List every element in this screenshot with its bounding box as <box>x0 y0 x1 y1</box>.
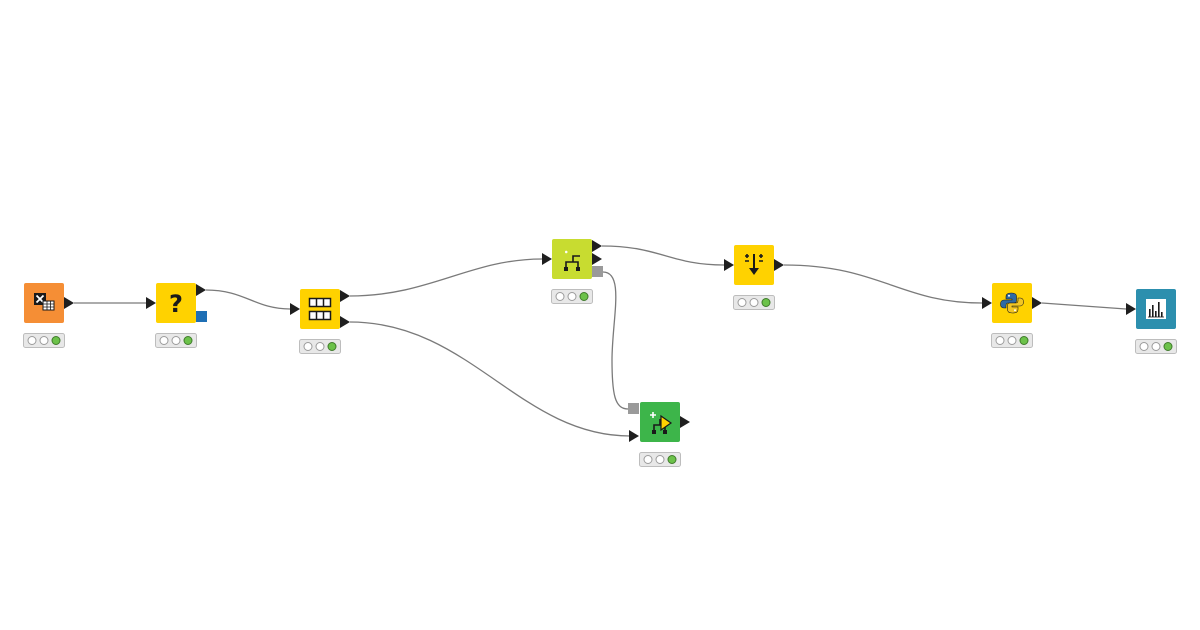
flow-variable-port[interactable] <box>196 311 207 322</box>
status-lights <box>991 333 1033 348</box>
status-light-red <box>303 342 313 351</box>
connections <box>74 245 1127 437</box>
connection-learner-to-columnfilter[interactable] <box>601 245 725 266</box>
output-port-data[interactable] <box>592 240 602 252</box>
connection-learner-model-to-predictor[interactable] <box>602 271 629 410</box>
status-light-green <box>667 455 677 464</box>
node-box[interactable] <box>300 289 340 329</box>
connection-missing-to-partition[interactable] <box>205 289 291 310</box>
status-light-yellow <box>315 342 325 351</box>
input-port[interactable] <box>629 430 639 442</box>
node-column-filter[interactable] <box>724 245 784 310</box>
status-light-yellow <box>655 455 665 464</box>
node-missing-value[interactable]: ? <box>146 283 207 348</box>
input-port[interactable] <box>146 297 156 309</box>
status-lights <box>23 333 65 348</box>
status-light-red <box>159 336 169 345</box>
node-learner[interactable] <box>542 239 603 304</box>
input-port[interactable] <box>724 259 734 271</box>
status-light-green <box>1019 336 1029 345</box>
status-light-yellow <box>567 292 577 301</box>
input-port[interactable] <box>982 297 992 309</box>
status-light-yellow <box>1007 336 1017 345</box>
node-box[interactable] <box>156 283 196 323</box>
status-light-green <box>1163 342 1173 351</box>
status-light-red <box>737 298 747 307</box>
status-light-red <box>555 292 565 301</box>
node-predictor[interactable] <box>628 402 690 467</box>
status-light-yellow <box>1151 342 1161 351</box>
node-partitioning[interactable] <box>290 289 350 354</box>
input-port[interactable] <box>542 253 552 265</box>
output-port[interactable] <box>1032 297 1042 309</box>
status-light-green <box>327 342 337 351</box>
node-bar-chart-view[interactable] <box>1126 289 1177 354</box>
output-port-secondary[interactable] <box>592 253 602 265</box>
status-lights <box>639 452 681 467</box>
status-lights <box>155 333 197 348</box>
model-output-port[interactable] <box>592 266 603 277</box>
partition-table-icon <box>308 297 332 321</box>
status-light-green <box>51 336 61 345</box>
status-lights <box>1135 339 1177 354</box>
status-light-green <box>579 292 589 301</box>
excel-reader-icon <box>34 293 55 311</box>
status-light-red <box>1139 342 1149 351</box>
status-light-red <box>995 336 1005 345</box>
bar-chart-icon <box>1146 299 1166 319</box>
output-port[interactable] <box>680 416 690 428</box>
model-input-port[interactable] <box>628 403 639 414</box>
input-port[interactable] <box>1126 303 1136 315</box>
status-light-red <box>27 336 37 345</box>
status-light-red <box>643 455 653 464</box>
status-light-green <box>761 298 771 307</box>
node-python-script[interactable] <box>982 283 1042 348</box>
status-light-yellow <box>749 298 759 307</box>
node-excel-reader[interactable] <box>23 283 75 348</box>
status-lights <box>551 289 593 304</box>
connection-partition-to-predictor[interactable] <box>349 321 631 437</box>
question-mark-icon: ? <box>169 290 183 318</box>
status-light-green <box>183 336 193 345</box>
input-port[interactable] <box>290 303 300 315</box>
status-light-yellow <box>171 336 181 345</box>
output-port[interactable] <box>774 259 784 271</box>
tree-predictor-icon <box>650 412 673 434</box>
connection-partition-to-learner[interactable] <box>349 258 543 297</box>
output-port[interactable] <box>64 297 74 309</box>
status-light-yellow <box>39 336 49 345</box>
status-lights <box>299 339 341 354</box>
connection-python-to-chart[interactable] <box>1041 302 1127 310</box>
output-port[interactable] <box>196 284 206 296</box>
tree-learner-icon <box>564 250 580 271</box>
output-port-bottom[interactable] <box>340 316 350 328</box>
connection-columnfilter-to-python[interactable] <box>783 264 983 304</box>
status-lights <box>733 295 775 310</box>
column-filter-icon <box>745 254 763 275</box>
output-port-top[interactable] <box>340 290 350 302</box>
python-logo-icon <box>1000 292 1024 314</box>
node-box[interactable] <box>552 239 592 279</box>
